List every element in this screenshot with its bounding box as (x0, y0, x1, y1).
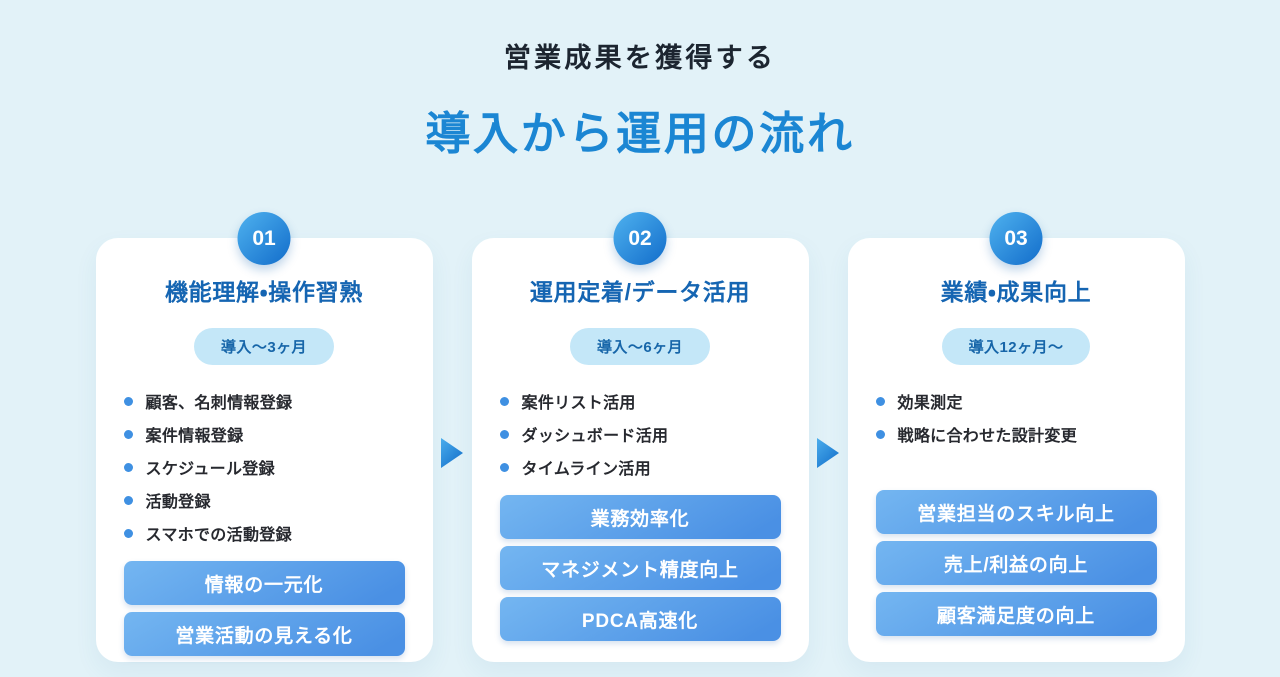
flow-arrow-1 (433, 238, 472, 662)
activity-label: 戦略に合わせた設計変更 (897, 428, 1078, 445)
period-pill-2: 導入〜6ヶ月 (569, 328, 711, 365)
period-pill-3: 導入12ヶ月〜 (941, 328, 1091, 365)
flow-row: 01 機能理解・操作習熟 導入〜3ヶ月 顧客、名刺情報登録 案件情報登録 スケジ… (0, 212, 1280, 662)
list-item: 戦略に合わせた設計変更 (875, 422, 1157, 446)
bullet-dot-icon (499, 429, 509, 439)
header: 営業成果を獲得する 導入から運用の流れ (0, 0, 1280, 162)
activity-label: スマホでの活動登録 (145, 527, 292, 544)
flow-arrow-2 (809, 238, 848, 662)
step-number-badge-1: 01 (237, 212, 291, 265)
bullet-dot-icon (875, 429, 885, 439)
activity-label: 活動登録 (145, 494, 211, 511)
page-subtitle: 営業成果を獲得する (503, 43, 777, 73)
outcome-badge: 営業活動の見える化 (123, 612, 405, 656)
step-number-badge-2: 02 (613, 212, 667, 265)
bullet-dot-icon (123, 495, 133, 505)
period-pill-row-1: 導入〜3ヶ月 (124, 328, 405, 365)
step-card-1: 01 機能理解・操作習熟 導入〜3ヶ月 顧客、名刺情報登録 案件情報登録 スケジ… (95, 212, 433, 662)
list-item: ダッシュボード活用 (499, 422, 781, 446)
step-title-3: 業績・成果向上 (940, 279, 1092, 305)
activity-list-2: 案件リスト活用 ダッシュボード活用 タイムライン活用 (499, 389, 781, 488)
activity-label: スケジュール登録 (145, 461, 275, 478)
list-item: 活動登録 (123, 488, 405, 512)
step-number-badge-3: 03 (989, 212, 1043, 265)
outcome-badge: マネジメント精度向上 (499, 546, 781, 590)
outcome-list-3: 営業担当のスキル向上 売上/利益の向上 顧客満足度の向上 (875, 483, 1157, 636)
outcome-list-1: 情報の一元化 営業活動の見える化 (123, 554, 405, 656)
activity-label: ダッシュボード活用 (521, 428, 669, 445)
activity-label: タイムライン活用 (521, 461, 651, 478)
arrow-right-icon (441, 438, 463, 468)
activity-label: 顧客、名刺情報登録 (145, 395, 293, 412)
period-pill-1: 導入〜3ヶ月 (193, 328, 335, 365)
outcome-badge: 営業担当のスキル向上 (875, 490, 1157, 534)
outcome-list-2: 業務効率化 マネジメント精度向上 PDCA高速化 (499, 488, 781, 641)
bullet-dot-icon (123, 429, 133, 439)
bullet-dot-icon (499, 396, 509, 406)
bullet-dot-icon (123, 396, 133, 406)
bullet-dot-icon (123, 462, 133, 472)
activity-list-3: 効果測定 戦略に合わせた設計変更 (875, 389, 1157, 455)
list-item: 顧客、名刺情報登録 (123, 389, 405, 413)
list-item: 案件情報登録 (123, 422, 405, 446)
outcome-badge: 顧客満足度の向上 (875, 592, 1157, 636)
step-card-3: 03 業績・成果向上 導入12ヶ月〜 効果測定 戦略に合わせた設計変更 営業担当… (847, 212, 1185, 662)
outcome-badge: 売上/利益の向上 (875, 541, 1157, 585)
period-pill-row-2: 導入〜6ヶ月 (500, 328, 781, 365)
list-item: タイムライン活用 (499, 455, 781, 479)
bullet-dot-icon (499, 462, 509, 472)
page-title: 導入から運用の流れ (425, 108, 855, 159)
step-title-2: 運用定着/データ活用 (529, 279, 751, 305)
period-pill-row-3: 導入12ヶ月〜 (876, 328, 1157, 365)
activity-label: 案件リスト活用 (521, 395, 636, 412)
outcome-badge: PDCA高速化 (499, 597, 781, 641)
list-item: スマホでの活動登録 (123, 521, 405, 545)
arrow-right-icon (817, 438, 839, 468)
bullet-dot-icon (123, 528, 133, 538)
activity-label: 効果測定 (897, 395, 963, 412)
list-item: スケジュール登録 (123, 455, 405, 479)
activity-label: 案件情報登録 (145, 428, 244, 445)
list-item: 効果測定 (875, 389, 1157, 413)
list-item: 案件リスト活用 (499, 389, 781, 413)
outcome-badge: 情報の一元化 (123, 561, 405, 605)
step-card-2: 02 運用定着/データ活用 導入〜6ヶ月 案件リスト活用 ダッシュボード活用 タ… (471, 212, 809, 662)
activity-list-1: 顧客、名刺情報登録 案件情報登録 スケジュール登録 活動登録 スマホでの活動登録 (123, 389, 405, 554)
bullet-dot-icon (875, 396, 885, 406)
step-title-1: 機能理解・操作習熟 (164, 279, 364, 305)
outcome-badge: 業務効率化 (499, 495, 781, 539)
